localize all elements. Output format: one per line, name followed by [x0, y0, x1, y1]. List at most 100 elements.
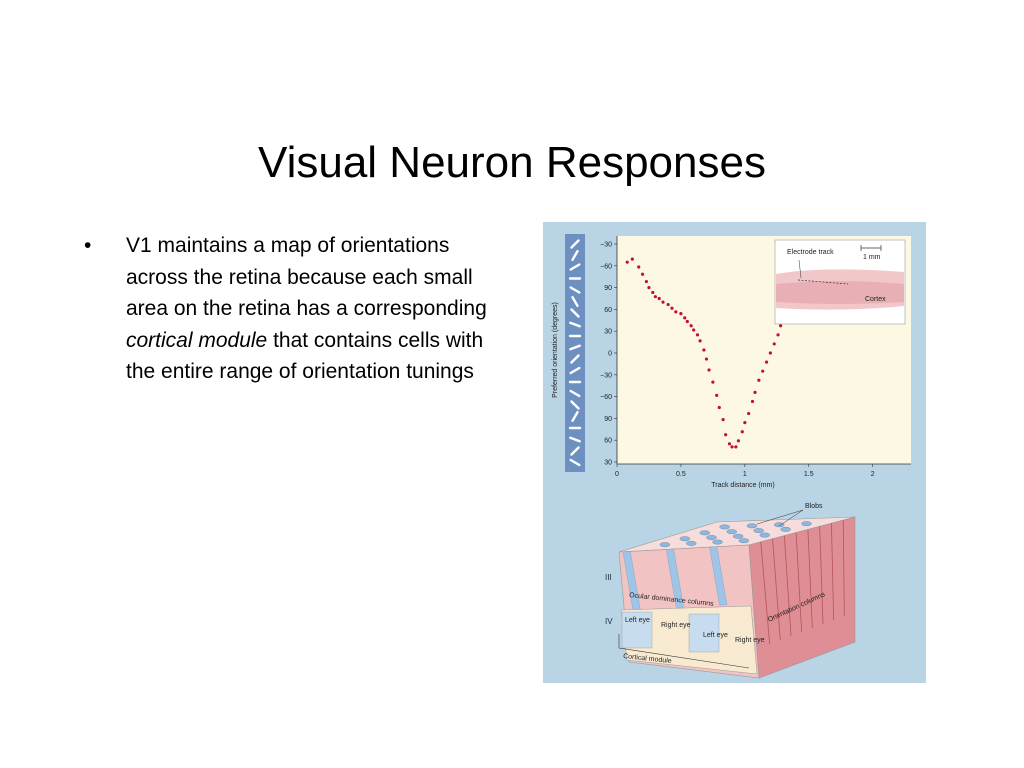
y-tick-label: −30 [600, 242, 612, 249]
data-point [764, 360, 769, 364]
orientation-key-bar [570, 239, 580, 249]
blobs-label: Blobs [805, 503, 823, 510]
orientation-columns [760, 520, 845, 645]
y-tick-label: 60 [604, 438, 612, 445]
orientation-key-bar [570, 446, 580, 456]
orientation-key-bar [569, 263, 581, 271]
x-tick-label: 1.5 [804, 471, 814, 478]
blob [712, 539, 723, 545]
data-point [747, 411, 751, 416]
data-point [717, 405, 721, 410]
layer-iv-label: IV [605, 617, 613, 626]
data-point [768, 351, 772, 355]
bullet-marker: • [84, 234, 92, 257]
orientation-key-bar [570, 354, 580, 364]
electrode-pointer [798, 259, 802, 279]
y-tick-label: 90 [604, 416, 612, 423]
blob [746, 523, 758, 529]
data-point [721, 418, 725, 422]
blob [706, 535, 717, 540]
orientation-key-bar [569, 286, 581, 294]
blob [753, 528, 764, 533]
orientation-column-divider [783, 535, 792, 637]
blob [679, 536, 691, 542]
orientation-key-bar [569, 389, 581, 398]
data-point [695, 333, 700, 337]
data-point [702, 348, 706, 352]
data-point [757, 378, 761, 382]
blob [780, 526, 791, 532]
x-tick-label: 2 [871, 471, 875, 478]
data-point [779, 324, 783, 328]
data-point [644, 279, 648, 284]
y-tick-label: 0 [608, 351, 612, 358]
left-eye-label-1: Left eye [625, 617, 650, 624]
orientation-key-bar [569, 344, 581, 351]
inset-cortex-layer [776, 281, 904, 304]
blobs-pointer-1 [778, 509, 804, 527]
blobs [659, 521, 812, 548]
orientation-key-bar [570, 400, 580, 410]
y-tick-label: −60 [600, 394, 612, 401]
cortical-module-diagram: Left eye Right eye Left eye Right eye Oc… [605, 503, 856, 679]
bullet-text-italic: cortical module [126, 328, 268, 352]
y-tick-label: 30 [604, 460, 612, 467]
x-tick-label: 1 [743, 471, 747, 478]
blob [774, 522, 785, 528]
orientation-column-divider [760, 541, 771, 645]
slide-title: Visual Neuron Responses [258, 138, 766, 188]
data-point [734, 445, 738, 449]
orientation-column-divider [772, 538, 781, 641]
y-tick-label: −60 [600, 263, 612, 270]
data-point [683, 316, 687, 320]
data-point [715, 393, 719, 397]
data-point [685, 319, 689, 324]
y-tick-label: 60 [604, 307, 612, 314]
data-point [647, 286, 651, 290]
blob [732, 533, 744, 539]
data-point [707, 368, 711, 372]
data-point [753, 390, 757, 394]
ocular-columns [622, 546, 728, 610]
data-point [776, 333, 780, 337]
blob [759, 532, 770, 538]
data-point [637, 265, 641, 269]
y-tick-label: −30 [600, 372, 612, 379]
inset-scale-label: 1 mm [863, 254, 881, 261]
blob [719, 524, 730, 530]
orientation-key-bars [568, 239, 582, 467]
orientation-key-bar [569, 366, 581, 375]
left-eye-label-2: Left eye [703, 632, 728, 639]
data-point [704, 357, 709, 361]
bullet-item: •V1 maintains a map of orientations acro… [84, 230, 504, 388]
orientation-column-divider [842, 520, 845, 617]
data-point [661, 300, 665, 304]
left-eye-cell-2 [688, 613, 720, 653]
data-point [772, 342, 776, 346]
orientation-key-strip [565, 234, 585, 472]
data-point [651, 290, 655, 295]
data-point [698, 339, 702, 343]
blob [659, 542, 671, 548]
y-tick-label: 30 [604, 329, 612, 336]
x-tick-label: 0.5 [676, 471, 686, 478]
data-point [640, 272, 645, 276]
y-axis-label: Preferred orientation (degrees) [552, 302, 559, 398]
orientation-key-bar [569, 436, 581, 443]
blob [686, 540, 697, 546]
electrode-track-line [797, 279, 849, 285]
data-point [625, 260, 629, 264]
orientation-key-bar [571, 410, 579, 423]
orientation-column-divider [807, 529, 813, 629]
data-point [630, 257, 634, 261]
block-right-face [748, 516, 856, 679]
orientation-key-bar [569, 321, 581, 328]
data-point [730, 445, 734, 449]
ocular-column [665, 548, 684, 608]
x-axis-label: Track distance (mm) [711, 482, 775, 489]
ocular-column [709, 546, 728, 606]
data-point [740, 430, 744, 434]
